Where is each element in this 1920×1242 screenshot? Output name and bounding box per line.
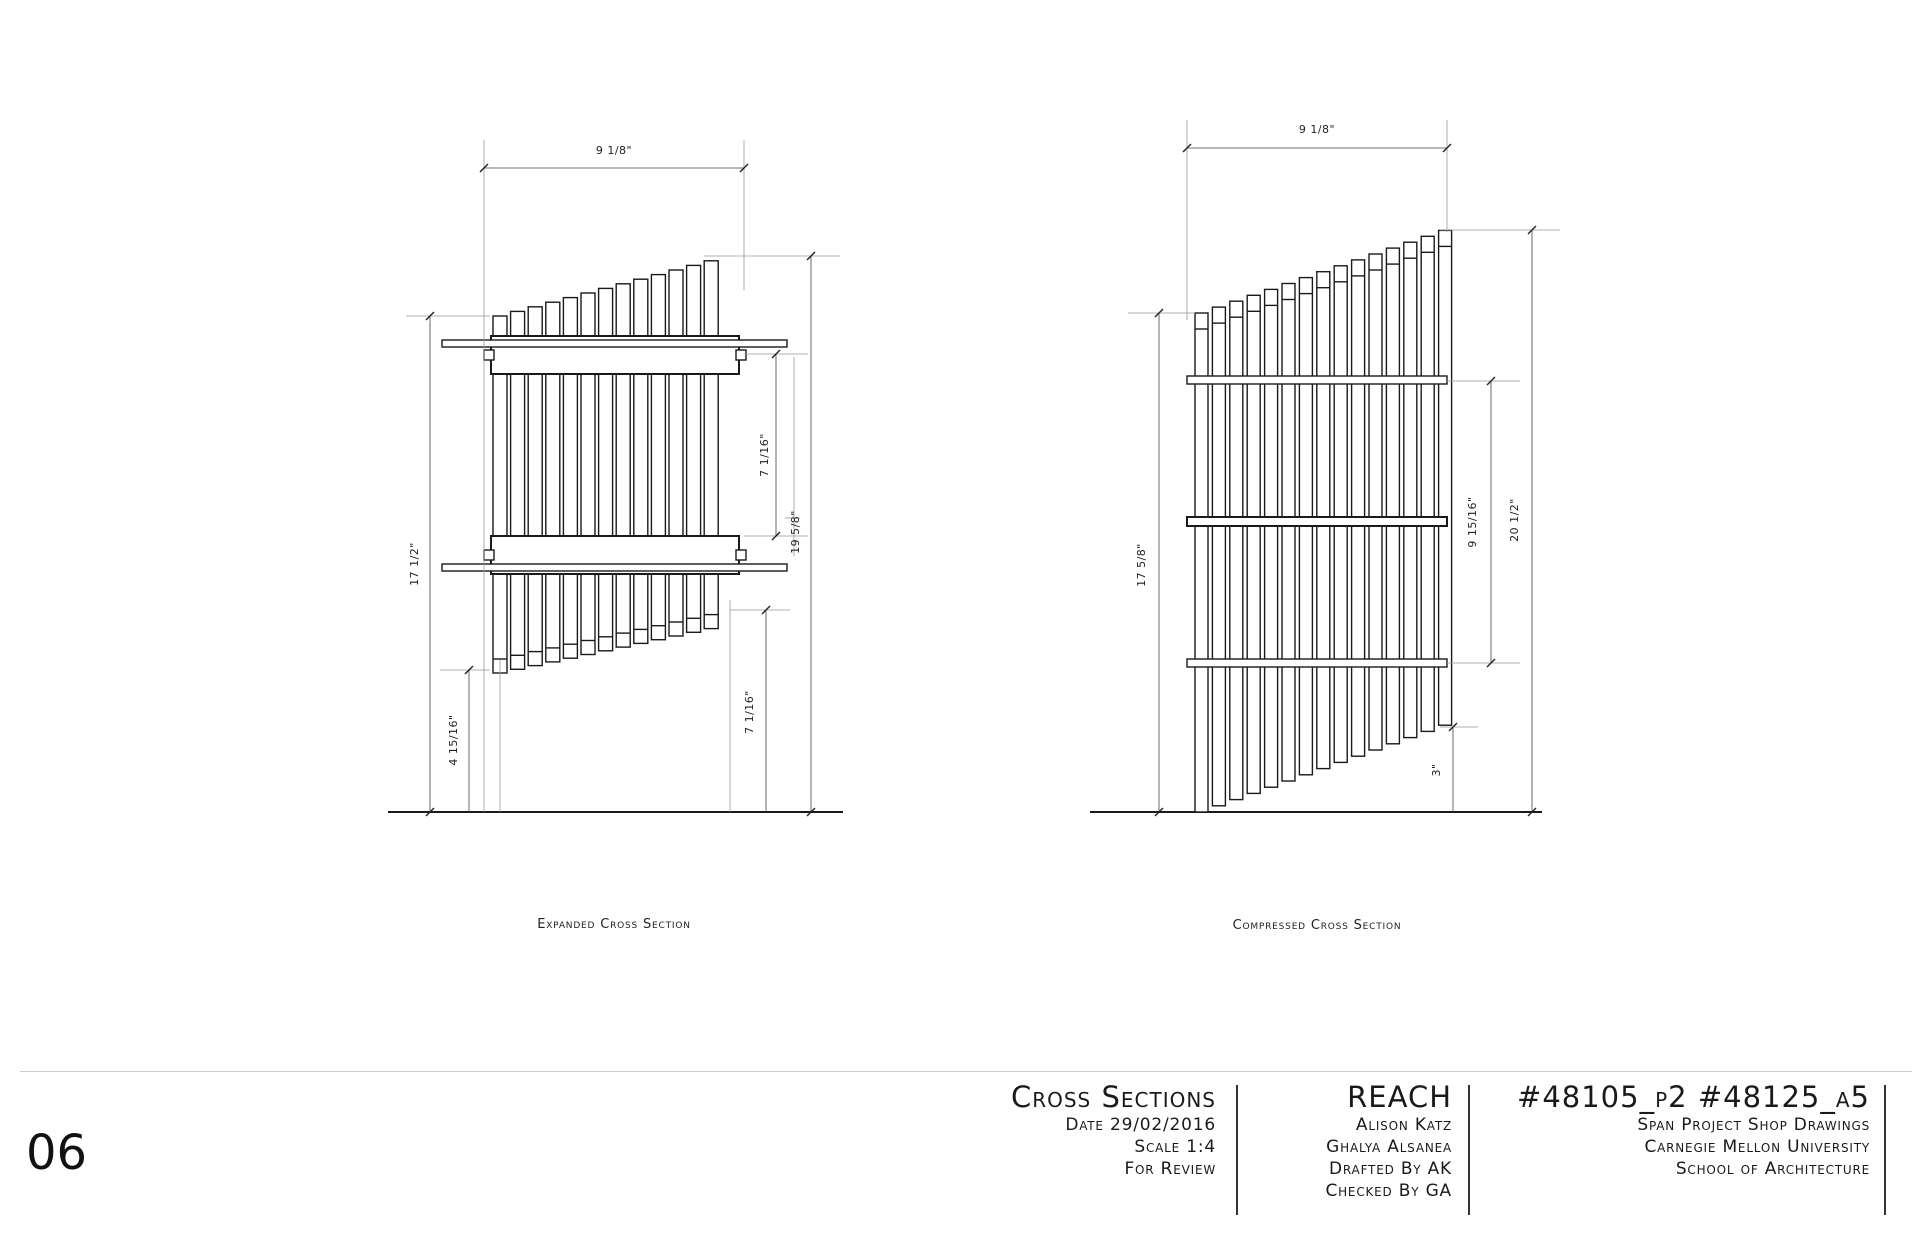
slat bbox=[633, 278, 649, 645]
author-name: Alison Katz bbox=[1355, 1115, 1452, 1135]
project-info: REACH Alison Katz Ghalya Alsanea Drafted… bbox=[1232, 1080, 1452, 1202]
dim-width-top: 9 1/8" bbox=[1299, 123, 1335, 136]
course-info: #48105_p2 #48125_a5 Span Project Shop Dr… bbox=[1470, 1080, 1870, 1180]
dim-width-top: 9 1/8" bbox=[596, 144, 632, 157]
compressed-cross-section: 9 1/8" 17 5/8" 9 15/16" 20 1/2" 3" Compr… bbox=[1090, 120, 1560, 933]
slat bbox=[1385, 247, 1401, 745]
sheet-number: 06 bbox=[26, 1125, 88, 1181]
slat bbox=[527, 306, 543, 667]
lower-rod bbox=[1186, 658, 1448, 668]
dim-lower-right: 7 1/16" bbox=[743, 690, 756, 734]
middle-rod bbox=[1186, 516, 1448, 527]
slat bbox=[1194, 312, 1209, 813]
slat bbox=[509, 310, 526, 670]
dim-right-tall: 20 1/2" bbox=[1508, 498, 1521, 542]
drawing-scale: Scale 1:4 bbox=[1134, 1137, 1216, 1157]
slat bbox=[1281, 282, 1296, 782]
drafted-by: Drafted By AK bbox=[1329, 1159, 1452, 1179]
slat bbox=[1211, 306, 1227, 807]
title-block-separator bbox=[1236, 1085, 1238, 1215]
caption-compressed: Compressed Cross Section bbox=[1233, 918, 1402, 933]
upper-rod bbox=[1186, 375, 1448, 385]
slat bbox=[1368, 253, 1383, 751]
course-line: School of Architecture bbox=[1675, 1159, 1870, 1179]
dimension-ticks bbox=[1154, 143, 1537, 817]
upper-crossbar-cap-right bbox=[735, 349, 747, 361]
title-block-divider bbox=[20, 1071, 1912, 1072]
drawing-title: Cross Sections bbox=[1010, 1080, 1216, 1114]
caption-expanded: Expanded Cross Section bbox=[537, 917, 691, 932]
project-name: REACH bbox=[1347, 1080, 1452, 1114]
author-name: Ghalya Alsanea bbox=[1326, 1137, 1452, 1157]
dim-lower-left: 4 15/16" bbox=[447, 714, 460, 765]
lower-crossbar-cap-left bbox=[483, 549, 495, 561]
slat bbox=[1420, 235, 1435, 733]
slat bbox=[668, 269, 684, 637]
drawing-info: Cross Sections Date 29/02/2016 Scale 1:4… bbox=[896, 1080, 1216, 1180]
slat bbox=[650, 273, 667, 641]
dim-upper-right: 7 1/16" bbox=[758, 433, 771, 477]
upper-crossbar-cap-left bbox=[483, 349, 495, 361]
dim-right-tall: 19 5/8" bbox=[789, 510, 802, 554]
dimension-lines bbox=[406, 140, 840, 812]
slat bbox=[1246, 294, 1261, 795]
slat bbox=[1350, 259, 1366, 757]
slat bbox=[1229, 300, 1244, 801]
dim-middle: 9 15/16" bbox=[1466, 496, 1479, 547]
drawing-date: Date 29/02/2016 bbox=[1065, 1115, 1216, 1135]
dim-overall-height: 17 1/2" bbox=[408, 542, 421, 586]
dim-bottom-right: 3" bbox=[1430, 763, 1443, 776]
title-block-separator bbox=[1468, 1085, 1470, 1215]
title-block-separator bbox=[1884, 1085, 1886, 1215]
drawing-status: For Review bbox=[1124, 1159, 1216, 1179]
dimension-ticks bbox=[425, 163, 816, 817]
expanded-cross-section: 9 1/8" 17 1/2" 7 1/16" 19 5/8" 4 15/16" … bbox=[388, 140, 843, 932]
slat bbox=[1263, 288, 1279, 788]
course-line: Carnegie Mellon University bbox=[1644, 1137, 1870, 1157]
dim-overall-height: 17 5/8" bbox=[1135, 543, 1148, 587]
lower-crossbar-cap-right bbox=[735, 549, 747, 561]
checked-by: Checked By GA bbox=[1325, 1181, 1452, 1201]
slat bbox=[1333, 265, 1348, 764]
slat bbox=[1403, 241, 1418, 739]
slat bbox=[685, 264, 702, 633]
course-line: Span Project Shop Drawings bbox=[1637, 1115, 1870, 1135]
upper-crossbar-rod bbox=[441, 339, 788, 348]
dimension-lines bbox=[1128, 120, 1560, 812]
lower-crossbar-rod bbox=[441, 563, 788, 572]
slat-group bbox=[492, 260, 719, 674]
course-codes: #48105_p2 #48125_a5 bbox=[1517, 1080, 1870, 1114]
slat bbox=[1437, 229, 1453, 726]
